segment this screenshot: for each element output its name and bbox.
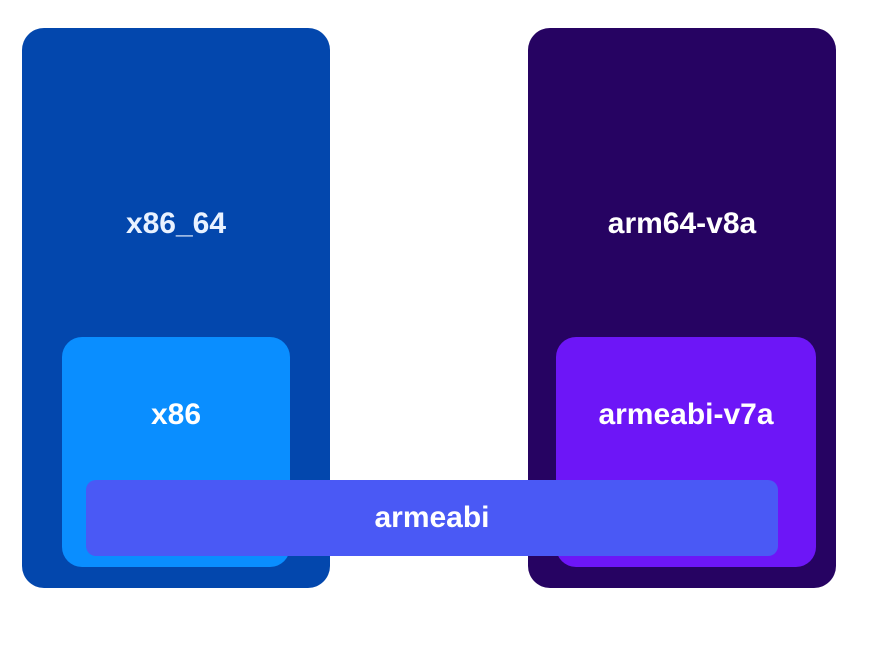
x86-64-label: x86_64 bbox=[125, 207, 227, 240]
armeabi-block: armeabi bbox=[86, 480, 778, 556]
x86-label: x86 bbox=[150, 398, 202, 431]
armeabi-v7a-label: armeabi-v7a bbox=[598, 398, 774, 431]
arm64-v8a-label: arm64-v8a bbox=[607, 207, 757, 240]
armeabi-label: armeabi bbox=[374, 501, 490, 534]
